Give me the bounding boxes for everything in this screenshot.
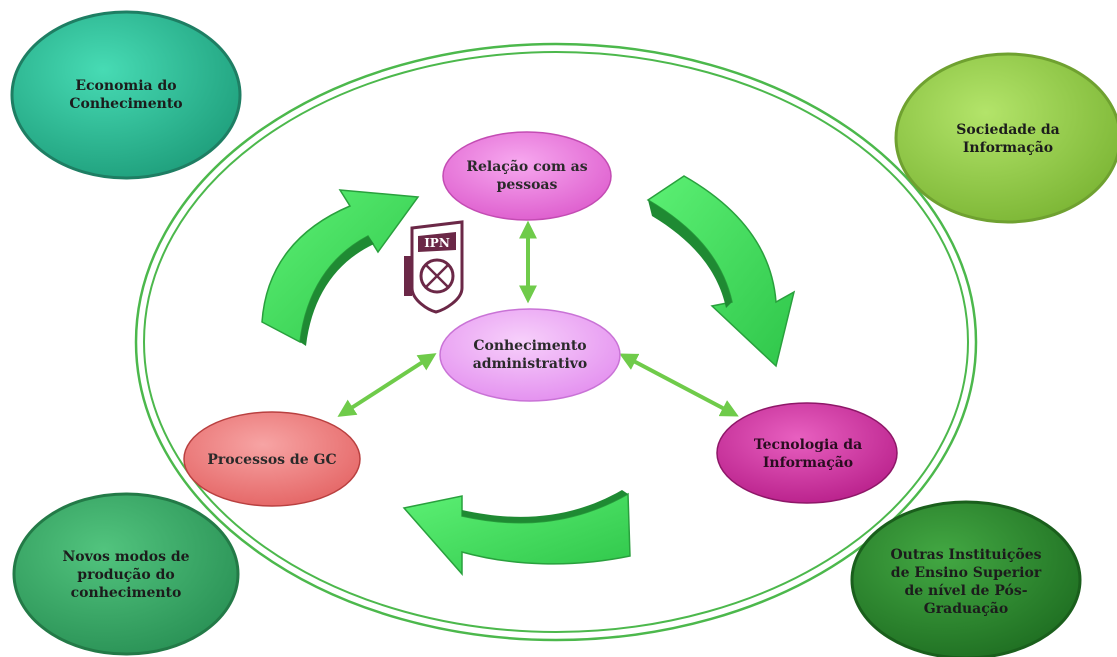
connector-center-left: [337, 353, 437, 417]
node-conhecimento-ellipse: [439, 308, 621, 402]
corner-outras-instituicoes-ellipse: [850, 500, 1082, 657]
label-tecnologia-da-informacao: Tecnologia da Informação: [753, 436, 863, 471]
node-processos-ellipse: [183, 411, 361, 507]
ipn-logo: IPN: [404, 220, 464, 314]
connector-center-right: [619, 353, 739, 417]
label-novos-modos-de-producao: Novos modos de produção do conhecimento: [62, 548, 190, 602]
label-outras-instituicoes: Outras Instituições de Ensino Superior d…: [890, 546, 1042, 618]
node-tecnologia-ellipse: [716, 402, 898, 504]
label-economia-do-conhecimento: Economia do Conhecimento: [69, 77, 183, 112]
label-conhecimento-administrativo: Conhecimento administrativo: [472, 337, 588, 372]
cycle-arrow-top-left: [261, 189, 420, 346]
corner-economia-ellipse: [10, 10, 242, 180]
label-sociedade-da-informacao: Sociedade da Informação: [956, 121, 1060, 156]
ipn-logo-text: IPN: [424, 236, 450, 250]
label-relacao-com-as-pessoas: Relação com as pessoas: [466, 158, 588, 193]
cycle-arrow-bottom: [402, 490, 631, 576]
cycle-arrow-top-right: [646, 175, 796, 368]
node-relacao-ellipse: [442, 131, 612, 221]
label-processos-de-gc: Processos de GC: [207, 451, 337, 468]
outer-ring: [134, 42, 978, 642]
corner-novos-modos-ellipse: [12, 492, 240, 656]
corner-sociedade-ellipse: [894, 52, 1117, 224]
